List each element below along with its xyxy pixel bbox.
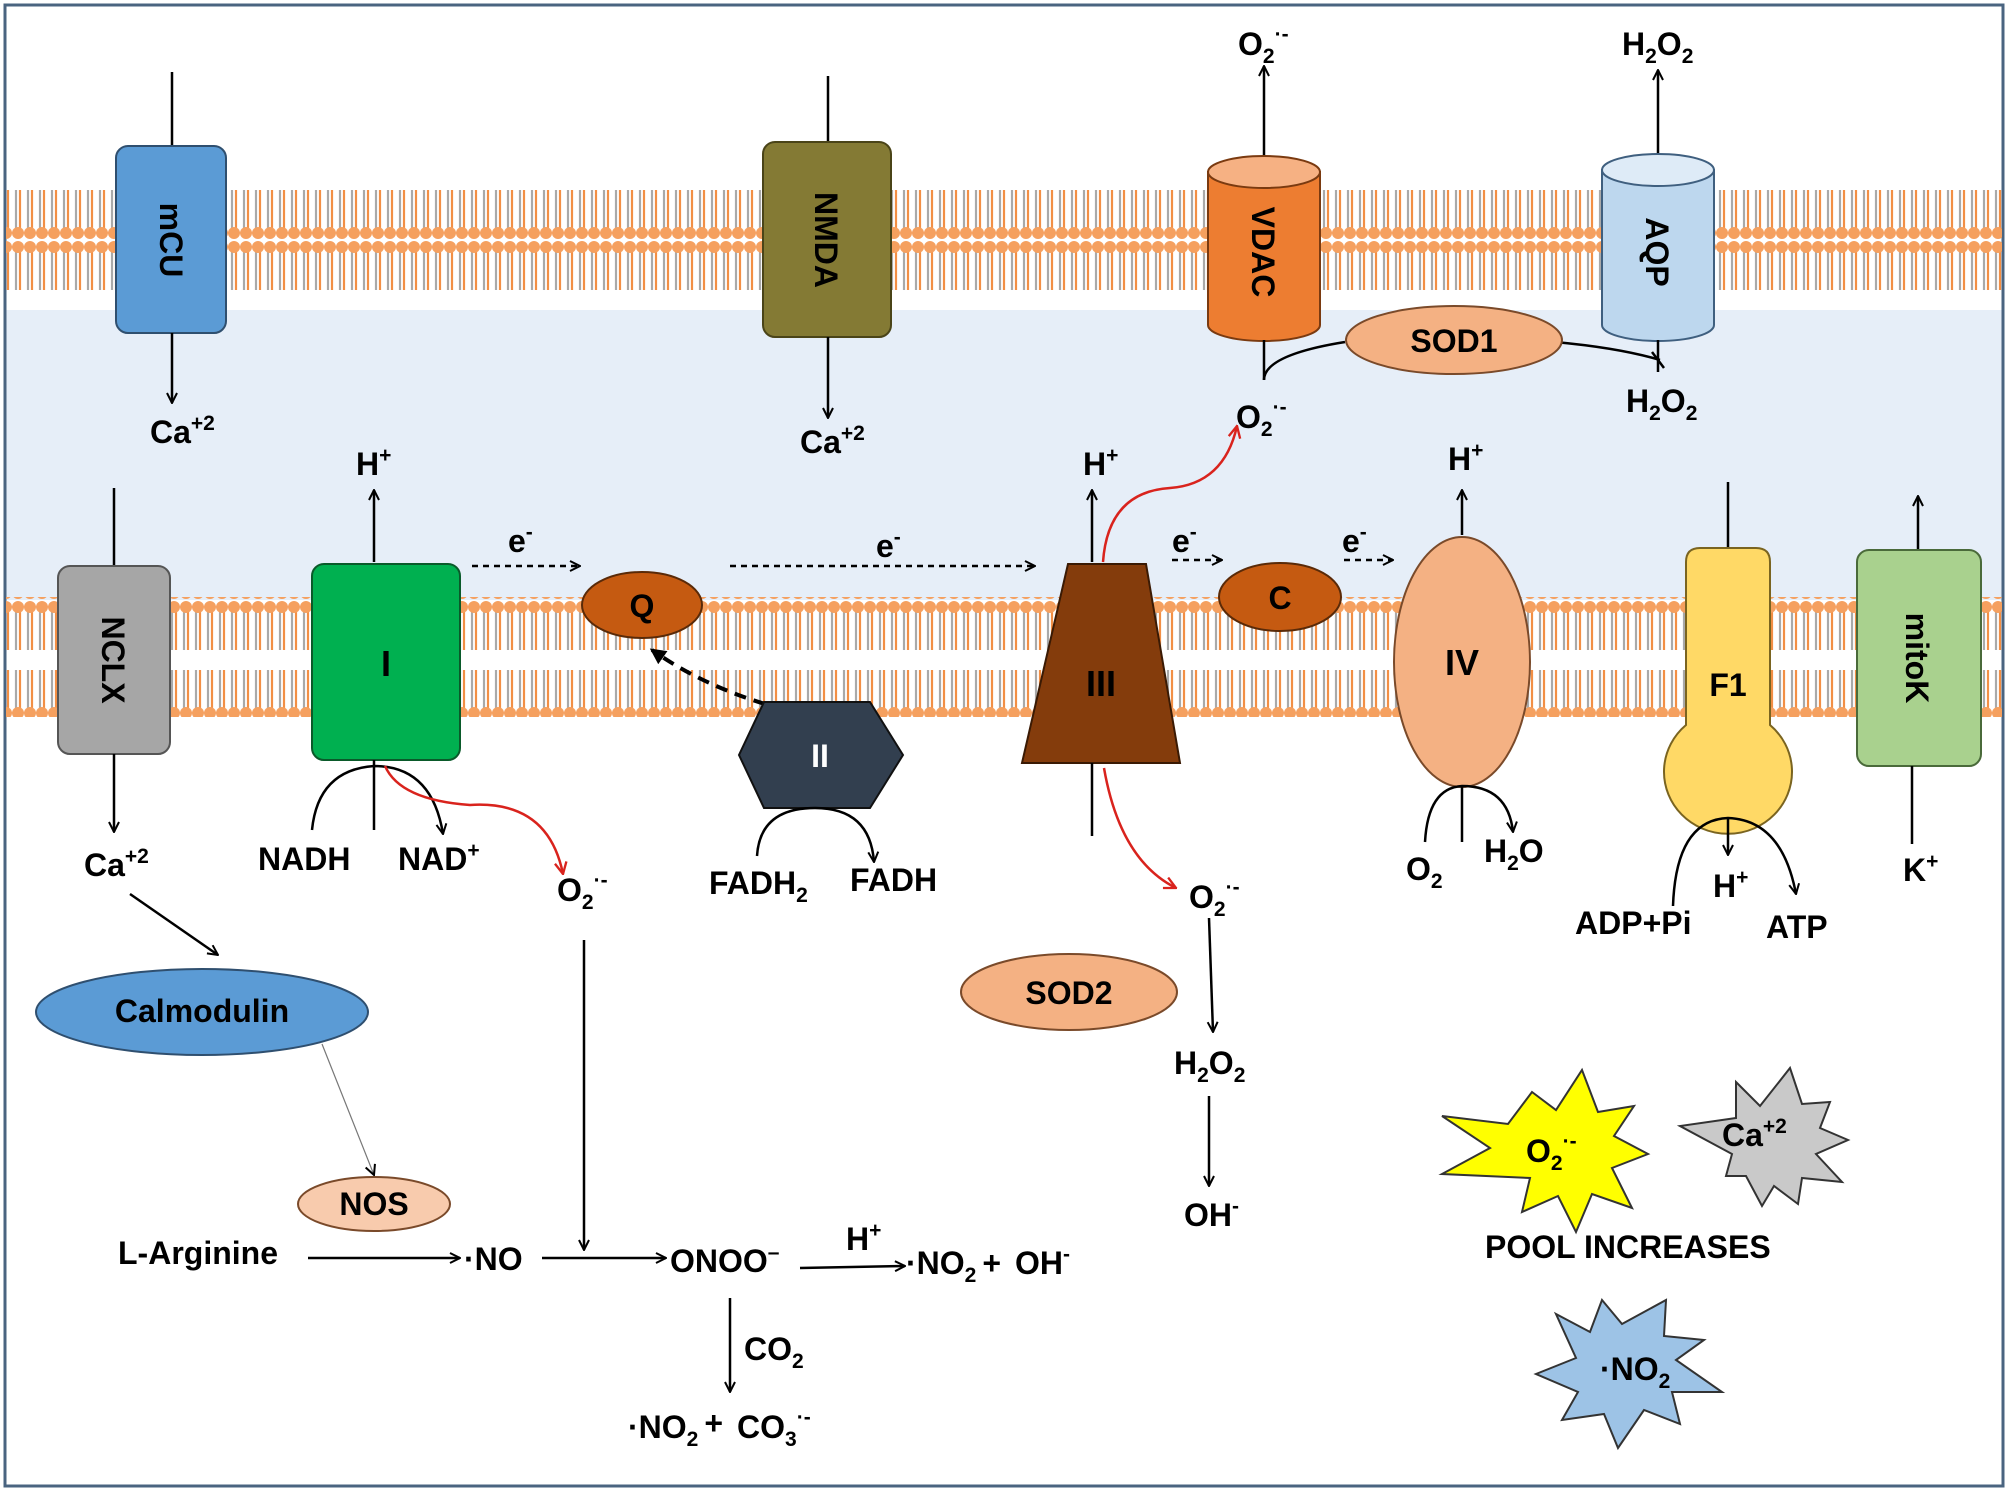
sod1-label: SOD1	[1410, 323, 1497, 359]
aqp-h2o2-in: H2O2	[1626, 383, 1697, 425]
ca-label-nmda: Ca+2	[800, 422, 865, 460]
calmodulin-label: Calmodulin	[115, 993, 289, 1029]
pool-increases-label: POOL INCREASES	[1485, 1229, 1771, 1265]
fadh2-label: FADH2	[709, 865, 808, 907]
aqp-h2o2-out: H2O2	[1622, 26, 1693, 68]
onoo-label: ONOO–	[670, 1241, 780, 1279]
vdac-label: VDAC	[1245, 207, 1281, 298]
nmda-label: NMDA	[808, 192, 844, 288]
ca-label-nclx: Ca+2	[84, 845, 149, 883]
electron-label-4: e-	[1342, 521, 1367, 559]
aqp-label: AQP	[1639, 217, 1675, 286]
calmodulin-pathway: Calmodulin NOS	[35, 892, 451, 1232]
calcium-star-label: Ca+2	[1722, 1115, 1787, 1153]
complex-iii: H+ III O2·-	[1020, 426, 1240, 921]
h-label-complex-i: H+	[356, 444, 391, 482]
vdac-channel: VDAC O2·- O2·-	[1207, 23, 1346, 441]
complex-iv-h2o: H2O	[1484, 833, 1544, 875]
nclx-label: NCLX	[95, 616, 131, 704]
nadh-label: NADH	[258, 841, 350, 877]
electron-label-3: e-	[1172, 521, 1197, 559]
aqp-channel: AQP H2O2 H2O2	[1601, 26, 1715, 425]
q-label: Q	[630, 588, 655, 624]
complex-iv: H+ IV O2 H2O	[1393, 439, 1544, 893]
sod1-enzyme: SOD1	[1345, 305, 1665, 375]
k-label: K+	[1903, 850, 1938, 888]
complex-ii-label: II	[811, 738, 829, 774]
h-label-complex-iii: H+	[1083, 444, 1118, 482]
no2-star	[1533, 1298, 1726, 1451]
pool-increases-legend: O2·- Ca+2 POOL INCREASES ·NO2	[1438, 1065, 1851, 1451]
no2-oh-products: ·NO2+OH-	[906, 1243, 1070, 1287]
vdac-superoxide-out: O2·-	[1238, 23, 1289, 68]
nad-label: NAD+	[398, 839, 480, 877]
no2-co3-products: ·NO2+CO3·-	[628, 1405, 811, 1451]
electron-label-1: e-	[508, 521, 533, 559]
co2-label: CO2	[744, 1331, 804, 1373]
electron-flow: e- e- e- e-	[472, 521, 1393, 566]
cytochrome-c: C	[1218, 562, 1342, 632]
sod2-pathway: SOD2 H2O2 OH-	[960, 917, 1245, 1233]
nmda-channel: NMDA Ca+2	[762, 76, 892, 460]
nclx-exchanger: NCLX Ca+2	[57, 488, 171, 883]
atp-label: ATP	[1766, 909, 1828, 945]
superoxide-star	[1438, 1067, 1651, 1235]
h-label-f1: H+	[1713, 866, 1748, 904]
adp-label: ADP+Pi	[1575, 905, 1691, 941]
complex-iii-label: III	[1086, 663, 1116, 704]
sod2-label: SOD2	[1025, 975, 1112, 1011]
fadh-label: FADH	[850, 862, 937, 898]
frame	[3, 3, 2005, 1488]
complex-ii: II FADH2 FADH	[649, 648, 937, 907]
mcu-channel: mCU Ca+2	[115, 72, 227, 450]
complex-iv-label: IV	[1445, 642, 1479, 683]
no2-star-label: ·NO2	[1600, 1351, 1670, 1393]
complex-i-superoxide: O2·-	[557, 869, 608, 914]
l-arginine-label: L-Arginine	[118, 1235, 278, 1271]
mitok-channel: mitoK K+	[1856, 496, 1982, 888]
complex-i-label: I	[381, 643, 391, 684]
electron-label-2: e-	[876, 526, 901, 564]
no-label: ·NO	[464, 1241, 523, 1277]
complex-iv-o2: O2	[1406, 851, 1443, 893]
ca-label-mcu: Ca+2	[150, 412, 215, 450]
superoxide-star-label: O2·-	[1526, 1130, 1577, 1175]
c-label: C	[1268, 580, 1291, 616]
sod2-h2o2: H2O2	[1174, 1045, 1245, 1087]
ubiquinone: Q	[581, 571, 703, 639]
f1-label: F1	[1709, 667, 1746, 703]
mcu-label: mCU	[153, 203, 189, 278]
h-label-complex-iv: H+	[1448, 439, 1483, 477]
sod2-oh: OH-	[1184, 1195, 1239, 1233]
calcium-star	[1676, 1065, 1851, 1209]
complex-iii-superoxide: O2·-	[1189, 876, 1240, 921]
mitok-label: mitoK	[1899, 613, 1935, 704]
peroxynitrite-pathway: L-Arginine ·NO ONOO– H+ ·NO2+OH- CO2 ·NO…	[118, 940, 1070, 1451]
h-label-onoo: H+	[846, 1219, 881, 1257]
complex-i: H+ I NADH NAD+ O2·-	[258, 444, 608, 914]
nos-label: NOS	[339, 1186, 408, 1222]
intermembrane-space	[6, 310, 2002, 600]
atp-synthase-f1: F1 H+ ADP+Pi ATP	[1575, 482, 1828, 945]
